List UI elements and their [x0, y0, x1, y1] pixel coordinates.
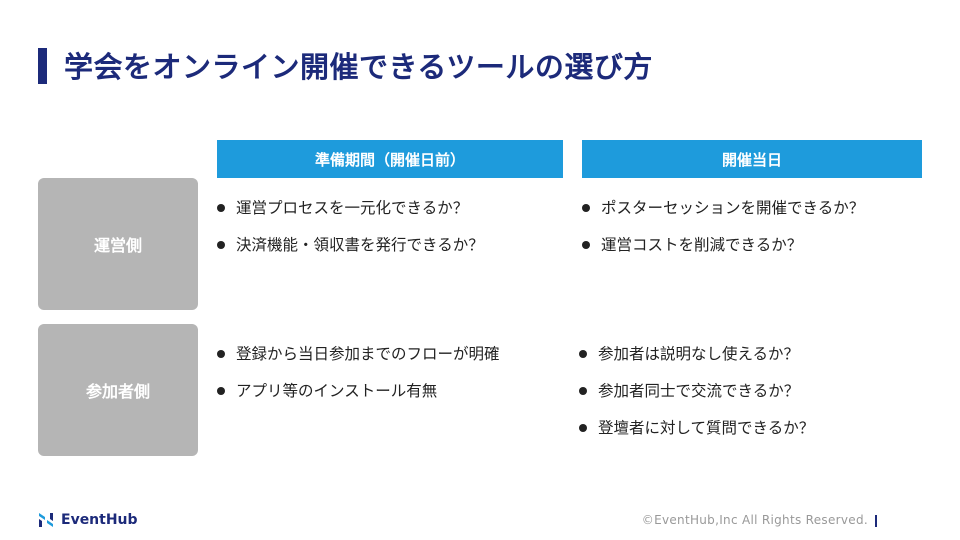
column-header-event-day: 開催当日 — [582, 140, 922, 178]
list-item: 運営コストを削減できるか？ — [581, 234, 864, 271]
list-item: 登壇者に対して質問できるか？ — [578, 417, 814, 454]
title-accent-bar — [38, 48, 47, 84]
cell-organizer-preparation: 運営プロセスを一元化できるか？ 決済機能・領収書を発行できるか？ — [216, 197, 484, 271]
list-item: 登録から当日参加までのフローが明確 — [216, 343, 500, 380]
list-item: 参加者同士で交流できるか？ — [578, 380, 814, 417]
row-header-participant: 参加者側 — [38, 324, 198, 456]
eventhub-logo: EventHub — [36, 510, 138, 530]
list-item: アプリ等のインストール有無 — [216, 380, 500, 417]
copyright-text: ©EventHub,Inc All Rights Reserved. — [641, 513, 868, 527]
bullet-list: 参加者は説明なし使えるか？ 参加者同士で交流できるか？ 登壇者に対して質問できる… — [578, 343, 814, 454]
list-item: 参加者は説明なし使えるか？ — [578, 343, 814, 380]
page-title: 学会をオンライン開催できるツールの選び方 — [64, 50, 653, 84]
list-item: ポスターセッションを開催できるか？ — [581, 197, 864, 234]
row-header-organizer: 運営側 — [38, 178, 198, 310]
logo-text: EventHub — [61, 512, 138, 528]
cell-participant-event-day: 参加者は説明なし使えるか？ 参加者同士で交流できるか？ 登壇者に対して質問できる… — [578, 343, 814, 454]
cell-organizer-event-day: ポスターセッションを開催できるか？ 運営コストを削減できるか？ — [581, 197, 864, 271]
list-item: 運営プロセスを一元化できるか？ — [216, 197, 484, 234]
footer-accent-bar — [875, 515, 877, 527]
cell-participant-preparation: 登録から当日参加までのフローが明確 アプリ等のインストール有無 — [216, 343, 500, 417]
bullet-list: 登録から当日参加までのフローが明確 アプリ等のインストール有無 — [216, 343, 500, 417]
eventhub-logo-icon — [39, 513, 53, 527]
list-item: 決済機能・領収書を発行できるか？ — [216, 234, 484, 271]
bullet-list: 運営プロセスを一元化できるか？ 決済機能・領収書を発行できるか？ — [216, 197, 484, 271]
column-header-preparation: 準備期間（開催日前） — [217, 140, 563, 178]
bullet-list: ポスターセッションを開催できるか？ 運営コストを削減できるか？ — [581, 197, 864, 271]
